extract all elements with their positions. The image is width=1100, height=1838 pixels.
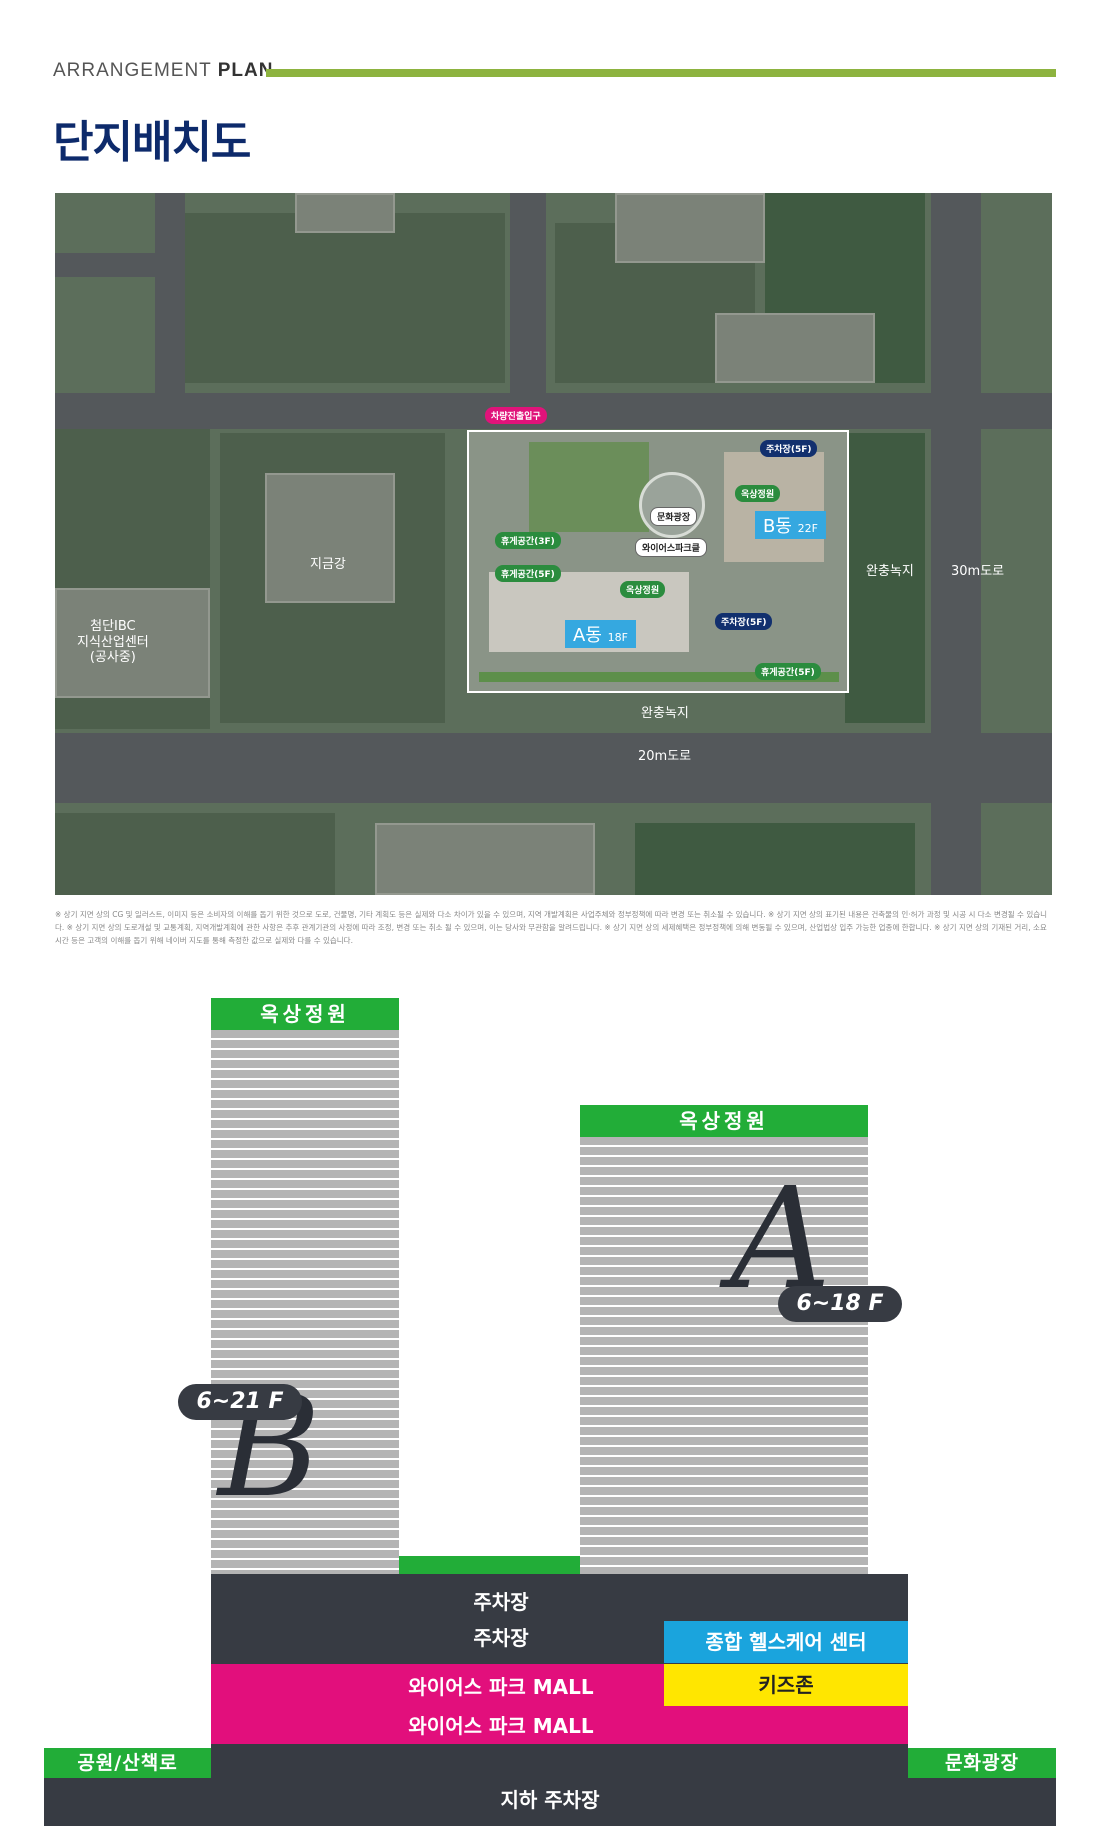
page-title: 단지배치도	[53, 117, 251, 168]
disclaimer: ※ 상기 지면 상의 CG 및 일러스트, 이미지 등은 소비자의 이해를 돕기…	[55, 910, 1048, 945]
rest-area-tag: 휴게공간(5F)	[755, 663, 821, 680]
building	[295, 193, 395, 233]
buffer-green-east	[845, 433, 925, 723]
road-20m	[55, 733, 1052, 803]
building-jigeumgang	[265, 473, 395, 603]
tower-b-floor-badge: 6~21 F	[178, 1384, 302, 1420]
road-north	[510, 193, 546, 429]
label-buffer-south: 완충녹지	[641, 706, 689, 721]
building	[375, 823, 595, 895]
culture-plaza: 문화광장	[908, 1748, 1056, 1778]
bridge-roof-garden	[399, 1556, 580, 1574]
culture-plaza-circle	[639, 472, 705, 538]
culture-plaza-tag: 문화광장	[650, 507, 698, 526]
road-upper	[55, 393, 1052, 429]
parking-tag: 주차장(5F)	[715, 613, 773, 630]
label-road-30m: 30m도로	[951, 564, 1005, 579]
parking-tag: 주차장(5F)	[760, 440, 818, 457]
road-west-branch	[55, 253, 185, 277]
green-lot	[635, 823, 915, 895]
building-ibc	[55, 588, 210, 698]
park-walkway: 공원/산책로	[44, 1748, 211, 1778]
label-buffer-east: 완충녹지	[866, 564, 914, 579]
green-strip	[479, 672, 839, 682]
underground-label: 지하 주차장	[500, 1788, 600, 1812]
tower-a-tag: A동 18F	[565, 620, 636, 648]
road-west	[155, 193, 185, 429]
tower-b-floors	[211, 1030, 399, 1574]
site-map: 차량진출입구 주차장(5F) 옥상정원 문화광장 와이어스파크클 휴게공간(3F…	[55, 193, 1052, 895]
block-nw	[185, 213, 505, 383]
healthcare-center: 종합 헬스케어 센터	[664, 1621, 908, 1663]
parkcle-tag: 와이어스파크클	[635, 538, 707, 557]
tower-a-floors	[580, 1137, 868, 1574]
label-jigeumgang: 지금강	[310, 557, 346, 572]
parking-label: 주차장	[473, 1590, 529, 1614]
rooftop-tag: 옥상정원	[735, 485, 781, 502]
block-sw	[55, 813, 335, 895]
tower-b-footprint	[724, 452, 824, 562]
rooftop-tag: 옥상정원	[620, 581, 666, 598]
building	[615, 193, 765, 263]
building	[715, 313, 875, 383]
garden	[529, 442, 649, 532]
header-divider	[266, 69, 1056, 77]
entrance-tag: 차량진출입구	[485, 407, 547, 424]
road-30m	[931, 193, 981, 895]
rooftop-garden-b: 옥상정원	[211, 998, 399, 1030]
parking-label: 주차장	[473, 1626, 529, 1650]
kids-zone: 키즈존	[664, 1664, 908, 1706]
mall-label: 와이어스 파크 MALL	[408, 1714, 594, 1738]
label-road-20m: 20m도로	[638, 749, 692, 764]
mall-label: 와이어스 파크 MALL	[408, 1675, 594, 1699]
rest-area-tag: 휴게공간(3F)	[495, 532, 561, 549]
rest-area-tag: 휴게공간(5F)	[495, 565, 561, 582]
section-label: ARRANGEMENT PLAN	[53, 60, 274, 81]
underground-parking	[44, 1778, 1056, 1826]
tower-b-tag: B동 22F	[755, 511, 826, 539]
project-site	[467, 430, 849, 693]
tower-a-floor-badge: 6~18 F	[778, 1286, 902, 1322]
rooftop-garden-a: 옥상정원	[580, 1105, 868, 1137]
underground-upper	[211, 1744, 908, 1778]
label-ibc: 첨단IBC 지식산업센터 (공사중)	[77, 619, 149, 666]
